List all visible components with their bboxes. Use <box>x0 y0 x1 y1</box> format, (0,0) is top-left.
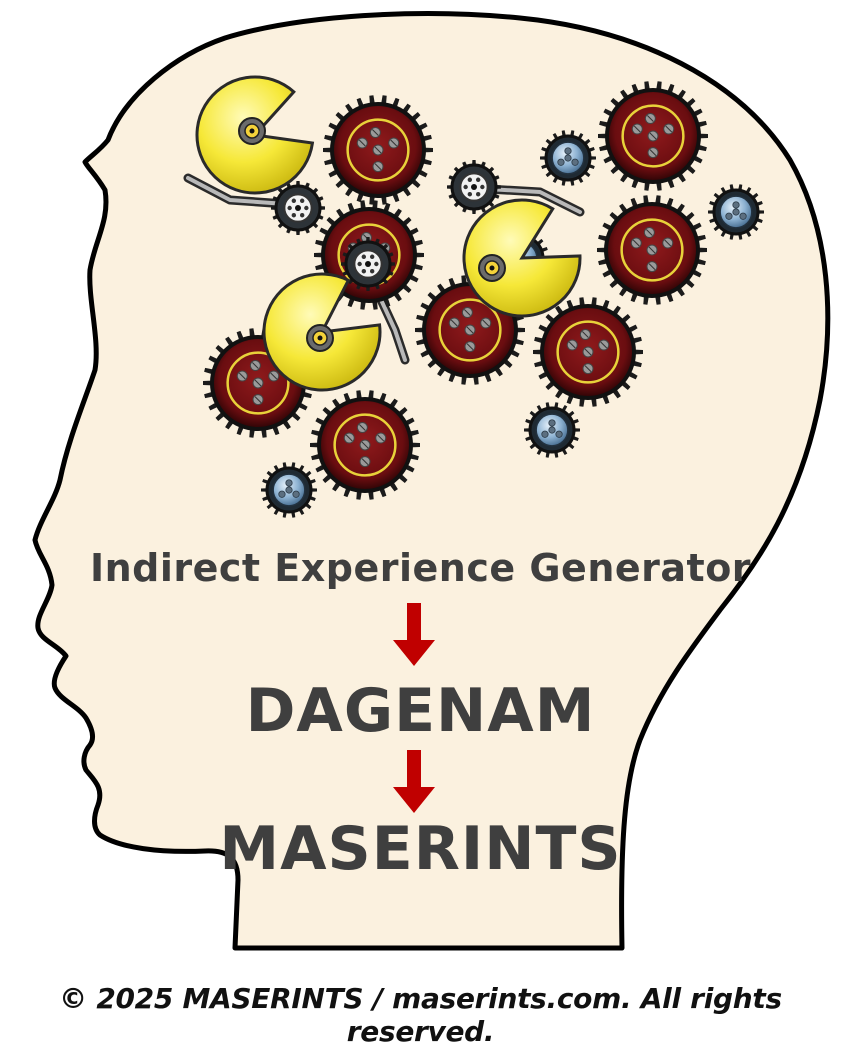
pulley-wheel-icon <box>271 181 325 235</box>
pulley-wheel-icon <box>341 237 395 291</box>
copyright-notice: © 2025 MASERINTS / maserints.com. All ri… <box>59 982 782 1048</box>
pulley-wheel-icon <box>447 160 501 214</box>
large-red-gear-icon <box>310 390 420 500</box>
head-silhouette <box>32 11 831 951</box>
small-blue-gear-icon <box>524 402 580 458</box>
down-arrow-icon <box>393 750 435 813</box>
small-blue-gear-icon <box>540 130 596 186</box>
down-arrow-icon <box>393 603 435 666</box>
stage-two-label: DAGENAM <box>245 676 596 746</box>
large-red-gear-icon <box>203 328 313 438</box>
yellow-pacman-icon <box>462 198 582 318</box>
head-diagram <box>32 11 831 951</box>
large-red-gear-icon <box>533 297 643 407</box>
large-red-gear-icon <box>323 95 433 205</box>
generator-label: Indirect Experience Generator <box>89 546 752 590</box>
large-red-gear-icon <box>598 81 708 191</box>
small-blue-gear-icon <box>261 462 317 518</box>
gear-mechanism <box>183 75 764 518</box>
yellow-pacman-icon <box>195 75 315 195</box>
small-blue-gear-icon <box>708 184 764 240</box>
large-red-gear-icon <box>597 195 707 305</box>
stage-three-label: MASERINTS <box>219 814 622 884</box>
yellow-pacman-icon <box>262 272 382 392</box>
